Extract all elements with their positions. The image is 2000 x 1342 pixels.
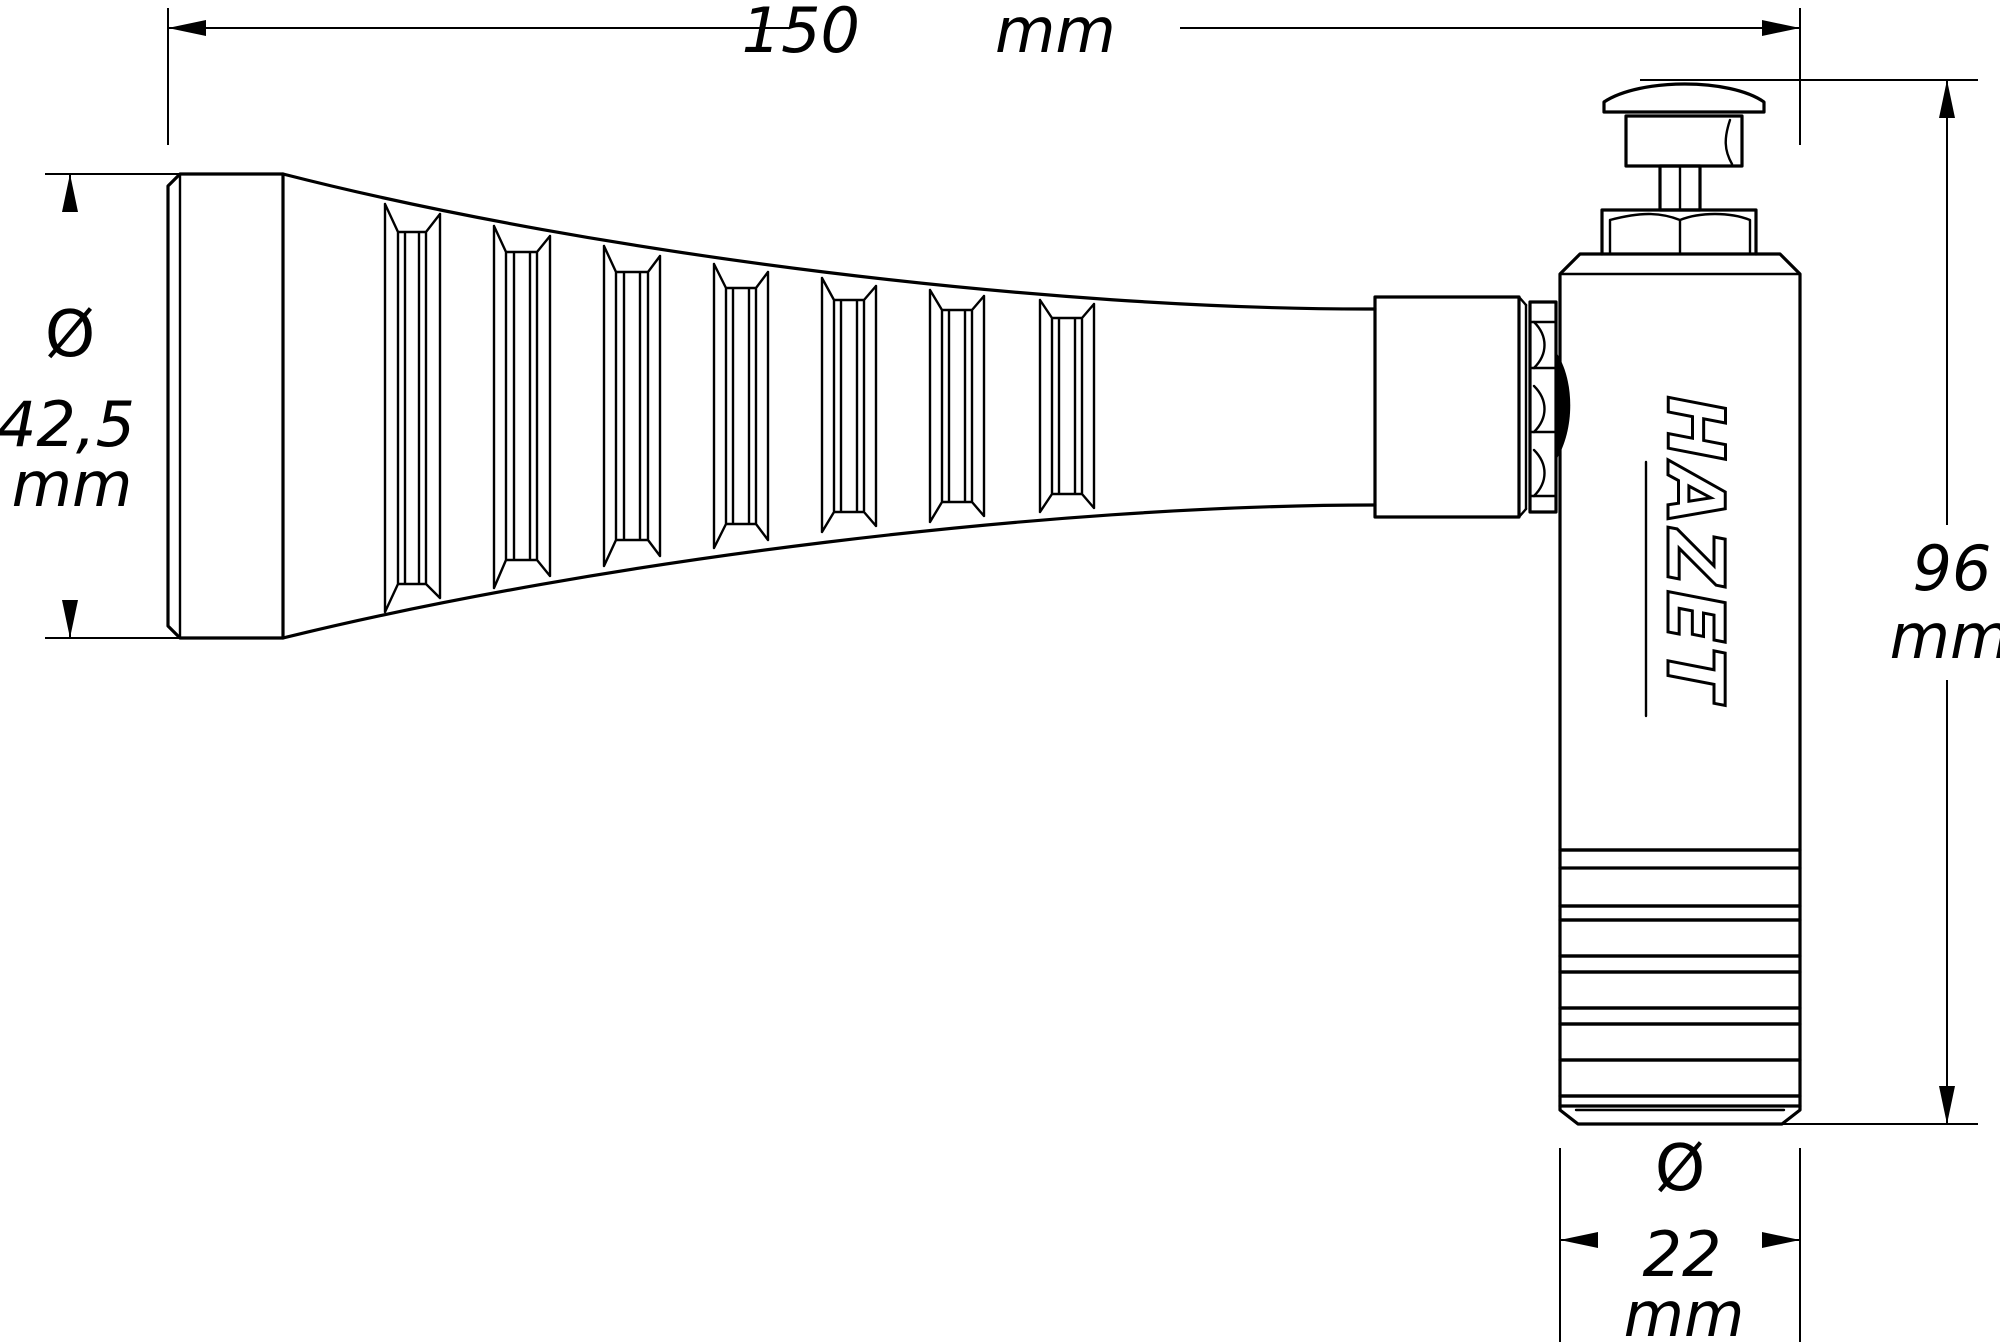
height-dimension: 96 mm bbox=[1640, 79, 2000, 1125]
brand-text: HAZET bbox=[1649, 396, 1739, 706]
shaft-rings bbox=[1558, 848, 1802, 1126]
arrowhead-down bbox=[1939, 1086, 1955, 1124]
arrowhead-left bbox=[1560, 1232, 1598, 1248]
arrowhead-left bbox=[168, 20, 206, 36]
arrowhead-down bbox=[62, 600, 78, 638]
nut bbox=[1528, 300, 1558, 514]
shaft-dimension: Ø 22 mm bbox=[1559, 1132, 1801, 1342]
handle-end-cap bbox=[166, 172, 285, 640]
height-value: 96 bbox=[1913, 532, 1992, 605]
arrowhead-right bbox=[1762, 20, 1800, 36]
arrowhead-right bbox=[1762, 1232, 1800, 1248]
head: HAZET bbox=[1558, 82, 1802, 1126]
collar bbox=[1373, 295, 1571, 519]
shaft-tip bbox=[1558, 1104, 1802, 1126]
length-unit: mm bbox=[995, 0, 1116, 67]
width-value: 42,5 bbox=[0, 388, 135, 461]
length-value: 150 bbox=[742, 0, 860, 67]
height-unit: mm bbox=[1890, 600, 2000, 673]
arrowhead-up bbox=[62, 174, 78, 212]
length-dimension: 150 mm bbox=[167, 0, 1801, 145]
handle bbox=[166, 172, 1377, 640]
shaft-unit: mm bbox=[1624, 1278, 1745, 1342]
grip-ribs bbox=[281, 172, 1096, 640]
diameter-icon: Ø bbox=[45, 298, 95, 372]
width-dimension: Ø 42,5 mm bbox=[0, 173, 180, 639]
handle-body-top bbox=[281, 172, 1377, 311]
brand-logo: HAZET bbox=[1648, 394, 1741, 707]
valve-button bbox=[1624, 114, 1744, 168]
width-unit: mm bbox=[12, 448, 133, 521]
handle-body-bottom bbox=[281, 503, 1377, 640]
arrowhead-up bbox=[1939, 80, 1955, 118]
nut-shadow bbox=[1556, 352, 1571, 460]
diameter-icon: Ø bbox=[1655, 1132, 1705, 1206]
shaft-value: 22 bbox=[1643, 1218, 1722, 1291]
